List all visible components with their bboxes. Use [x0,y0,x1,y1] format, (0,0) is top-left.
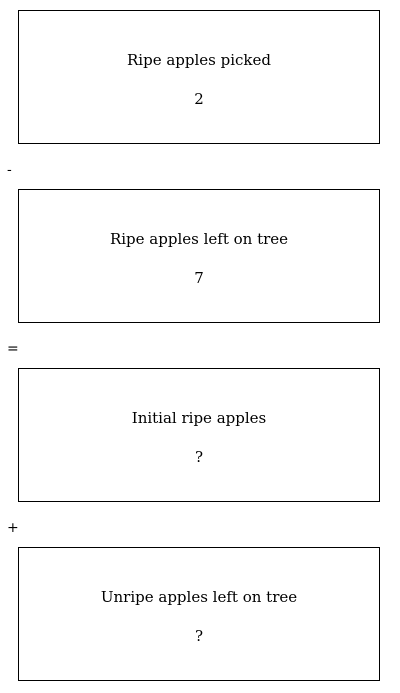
operator-equals: = [7,341,19,357]
box-label: Ripe apples picked [127,51,271,69]
box-value: 2 [194,90,204,108]
box-value: ? [194,627,204,645]
operator-minus: - [7,162,12,178]
box-label: Ripe apples left on tree [109,230,289,248]
box-label: Initial ripe apples [131,409,267,427]
box-ripe-apples-left-on-tree: Ripe apples left on tree 7 [18,189,380,323]
box-value: 7 [194,269,204,287]
operator-plus: + [7,520,19,536]
box-initial-ripe-apples: Initial ripe apples ? [18,368,380,502]
box-unripe-apples-left-on-tree: Unripe apples left on tree ? [18,547,380,681]
box-label: Unripe apples left on tree [100,588,298,606]
box-value: ? [194,448,204,466]
box-ripe-apples-picked: Ripe apples picked 2 [18,10,380,144]
